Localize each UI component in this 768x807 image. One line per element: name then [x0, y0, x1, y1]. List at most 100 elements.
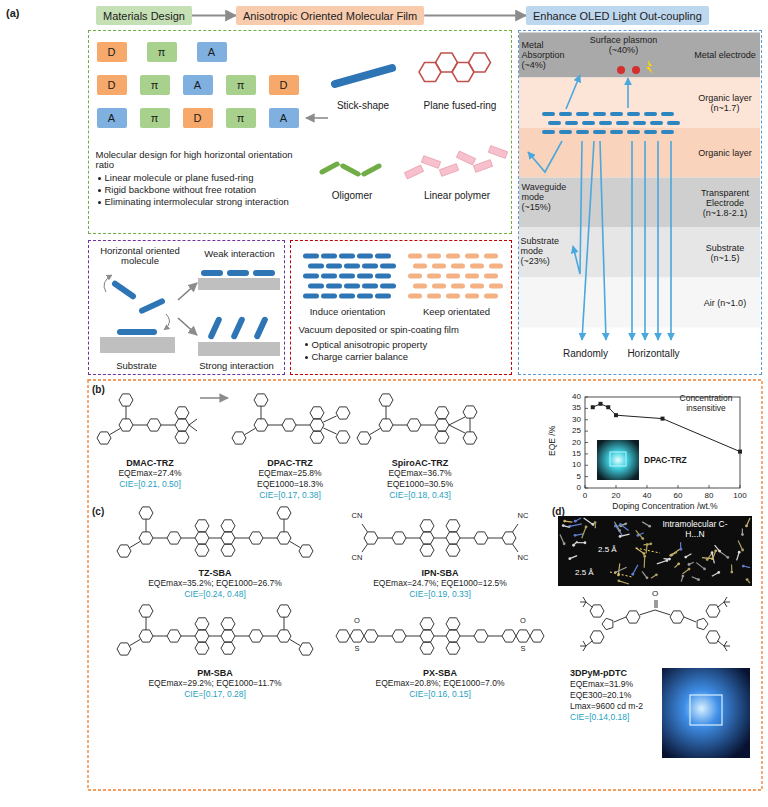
crystal-atom [697, 578, 700, 581]
unit-block: D [269, 75, 299, 95]
light-ray [670, 141, 672, 340]
polymer-unit [421, 156, 440, 169]
ring [420, 532, 434, 544]
emitter-dash [661, 130, 674, 134]
bond [406, 538, 420, 539]
cie-text: CIE=[0.17, 0.38] [235, 491, 345, 501]
bond [189, 425, 197, 431]
axis-tick: 30 [559, 415, 581, 424]
contact-line [610, 572, 632, 577]
layer-band: Substrate (n~1.5) [519, 228, 760, 278]
bond [153, 538, 167, 539]
metric-text: EQEmax=20.8%; EQE1000=7.0% [340, 679, 540, 689]
crystal-atom [562, 524, 565, 527]
crystal-atom [669, 554, 672, 557]
crystal-bond [619, 581, 629, 584]
layer-fill [519, 178, 760, 228]
layer-fill [519, 128, 760, 178]
chart-note: Concentration insensitive [668, 394, 744, 414]
molecule-stick [357, 294, 373, 299]
ring [147, 419, 161, 431]
ring [221, 630, 235, 642]
node-text: Organic layer [692, 148, 758, 158]
bond [235, 538, 249, 539]
atom-label: CN [349, 512, 365, 521]
bond [488, 538, 502, 539]
cie-text: CIE=[0.19, 0.33] [340, 590, 540, 600]
bond [724, 646, 727, 651]
bond [378, 538, 392, 539]
ring [282, 419, 296, 431]
molecule-stick [465, 294, 479, 299]
molecule-name: TZ-SBA [115, 568, 315, 578]
molecule-stick [470, 284, 484, 289]
node-text: Horizontal oriented molecule [93, 246, 188, 267]
node-text: Metal electrode [692, 50, 758, 60]
crystal-atom [619, 535, 622, 538]
data-marker [606, 405, 610, 409]
axis-tick-mark [585, 431, 588, 432]
bond [130, 541, 141, 547]
light-ray [631, 141, 633, 340]
distance-label: 2.5 Å [598, 545, 628, 554]
bond [488, 636, 502, 637]
bond [161, 425, 175, 426]
bond [614, 617, 626, 622]
data-marker [738, 450, 742, 454]
molecule-name: SpiroAC-TRZ [365, 458, 475, 468]
crystal-atom [714, 549, 717, 552]
bond [583, 641, 586, 646]
crystal-bond [620, 534, 630, 536]
ring [299, 643, 313, 655]
molecule-name: IPN-SBA [340, 568, 540, 578]
axis-tick-mark [585, 419, 588, 420]
ring [474, 630, 488, 642]
atom-label: S [518, 645, 528, 654]
ring [139, 532, 153, 544]
ring [195, 618, 209, 630]
node-text: Anisotropic Oriented Molecular Film [243, 10, 417, 22]
molecule-stick [321, 274, 337, 279]
bond [146, 519, 147, 532]
ring [221, 642, 235, 654]
molecule-stick [375, 274, 391, 279]
stage-box: Enhance OLED Light Out-coupling [526, 6, 709, 25]
flow-arrow [192, 15, 236, 17]
film-panel: Induce orientationKeep orientatedVacuum … [290, 240, 512, 375]
bond [449, 425, 465, 433]
ring [364, 532, 378, 544]
bond [290, 541, 301, 547]
bond [386, 406, 387, 419]
bond [323, 416, 336, 422]
ring [249, 532, 263, 544]
bond [126, 406, 127, 419]
molecule-stick [484, 254, 498, 259]
ring [446, 642, 460, 654]
crystal-atom [688, 563, 691, 566]
ring [516, 630, 530, 642]
node-text: Organic layer (n~1.7) [692, 93, 758, 113]
axis-tick: 20 [604, 491, 628, 500]
stage-box: Anisotropic Oriented Molecular Film [236, 6, 424, 25]
crystal-image [558, 516, 752, 586]
node-text: Charge carrier balance [303, 352, 503, 363]
bond [724, 646, 730, 647]
crystal-bond [560, 534, 564, 543]
ring [195, 642, 209, 654]
atom-label: S [352, 645, 362, 654]
ring [446, 532, 460, 544]
crystal-atom [684, 556, 687, 559]
ring [221, 532, 235, 544]
polymer-unit [456, 151, 475, 165]
node-text: Substrate mode (~23%) [521, 236, 567, 266]
molecule-stick [380, 284, 396, 289]
arrow [200, 397, 228, 399]
molecule-stick [227, 270, 249, 276]
ring [446, 630, 460, 642]
bond [245, 428, 256, 434]
emitter-dash [576, 130, 589, 134]
ring [420, 520, 434, 532]
node-text: Induce orientation [295, 307, 401, 318]
ring [463, 432, 477, 444]
molecule-stick [489, 284, 503, 289]
